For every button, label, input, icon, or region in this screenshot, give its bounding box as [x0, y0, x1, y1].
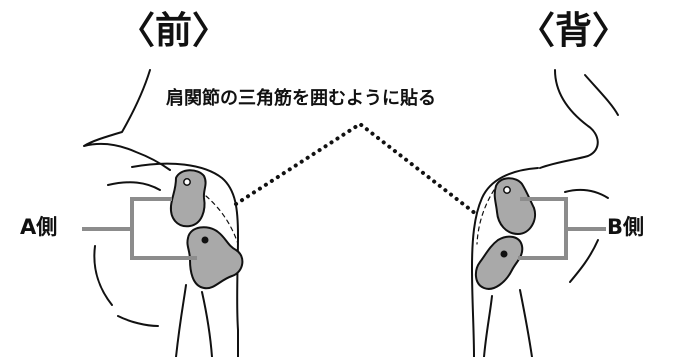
back-figure: [471, 69, 619, 357]
back-arm-inner: [519, 289, 533, 357]
back-scapula-line: [569, 239, 599, 283]
back-pads: [474, 177, 536, 290]
front-figure: [83, 69, 240, 357]
front-chest-outline: [93, 245, 113, 306]
back-neck-outline: [539, 69, 599, 169]
front-body-outline: [107, 181, 161, 191]
back-head-right: [584, 74, 619, 116]
front-arm-mid: [201, 291, 213, 357]
back-arm-mid: [483, 295, 493, 357]
back-view-heading: 〈背〉: [518, 9, 629, 52]
back-pad-upper: [493, 177, 536, 236]
front-pad-lower-dot: [201, 236, 209, 244]
front-pad-upper: [169, 169, 207, 228]
front-arm-inner: [175, 284, 187, 357]
side-b-label: B側: [607, 215, 645, 239]
back-pad-lower: [474, 235, 524, 290]
side-a-label: A側: [20, 215, 58, 239]
front-pads: [169, 169, 244, 290]
front-view-heading: 〈前〉: [118, 9, 229, 52]
front-pad-upper-dot: [183, 178, 191, 186]
instruction-caption: 肩関節の三角筋を囲むように貼る: [166, 88, 436, 109]
front-shoulder-outline: [131, 162, 240, 357]
back-shoulder-outline: [471, 167, 539, 357]
back-pad-lower-dot: [500, 250, 508, 258]
b-bracket: [518, 197, 606, 260]
back-deltoid-dashed: [476, 189, 495, 245]
back-pad-upper-dot: [503, 186, 511, 194]
dotted-guide-line: [234, 121, 478, 216]
a-bracket: [82, 197, 197, 260]
front-armpit-fold: [117, 315, 159, 327]
back-body-outline: [564, 189, 609, 199]
front-neck-outline: [83, 69, 171, 171]
